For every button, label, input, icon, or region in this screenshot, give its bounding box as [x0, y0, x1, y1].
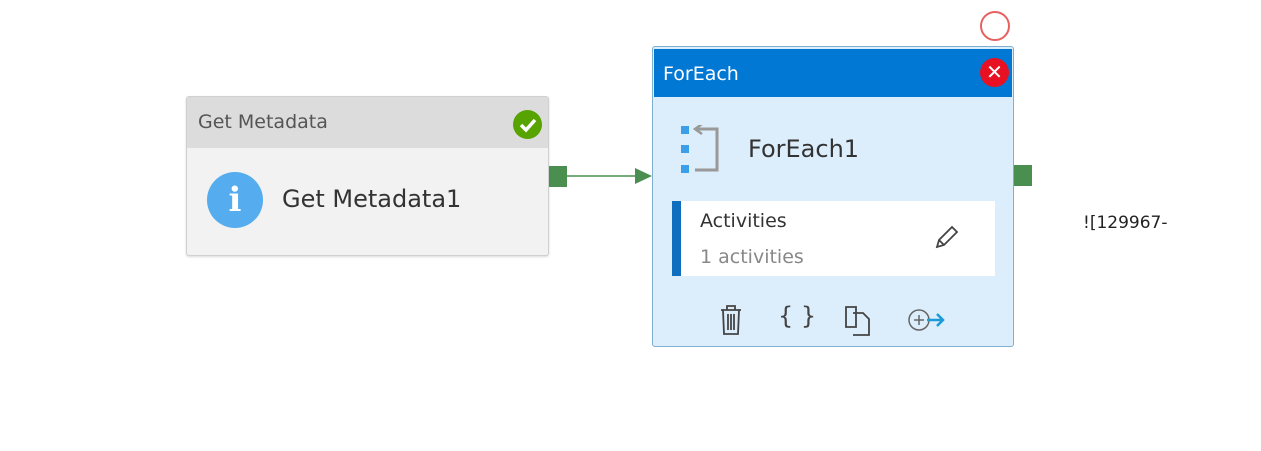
activity-type-label: ForEach	[654, 49, 1012, 97]
status-circle-icon	[980, 11, 1010, 41]
delete-trash-icon[interactable]	[719, 304, 743, 336]
success-check-icon	[513, 110, 542, 139]
error-icon: ✕	[980, 58, 1009, 87]
activity-name: ForEach1	[748, 135, 860, 163]
get-metadata-activity[interactable]: Get Metadata i Get Metadata1	[186, 96, 549, 256]
output-port[interactable]	[1014, 165, 1032, 186]
connector-arrow[interactable]	[567, 166, 657, 188]
activities-panel: Activities 1 activities	[672, 201, 995, 276]
activities-label: Activities	[700, 210, 787, 232]
output-port[interactable]	[549, 166, 567, 187]
activity-name: Get Metadata1	[282, 185, 462, 213]
foreach-icon	[681, 125, 719, 173]
info-icon: i	[207, 172, 263, 228]
activities-count: 1 activities	[700, 246, 804, 268]
code-braces-icon[interactable]: { }	[778, 302, 817, 330]
copy-icon[interactable]	[844, 305, 872, 337]
foreach-activity[interactable]: ForEach ✕ ForEach1 Activities 1 activiti…	[652, 46, 1014, 347]
add-output-icon[interactable]	[907, 307, 947, 333]
edit-pencil-icon[interactable]	[933, 225, 959, 251]
accent-bar	[672, 201, 681, 276]
activity-type-label: Get Metadata	[187, 97, 548, 148]
stray-text: ![129967-	[1083, 213, 1168, 233]
